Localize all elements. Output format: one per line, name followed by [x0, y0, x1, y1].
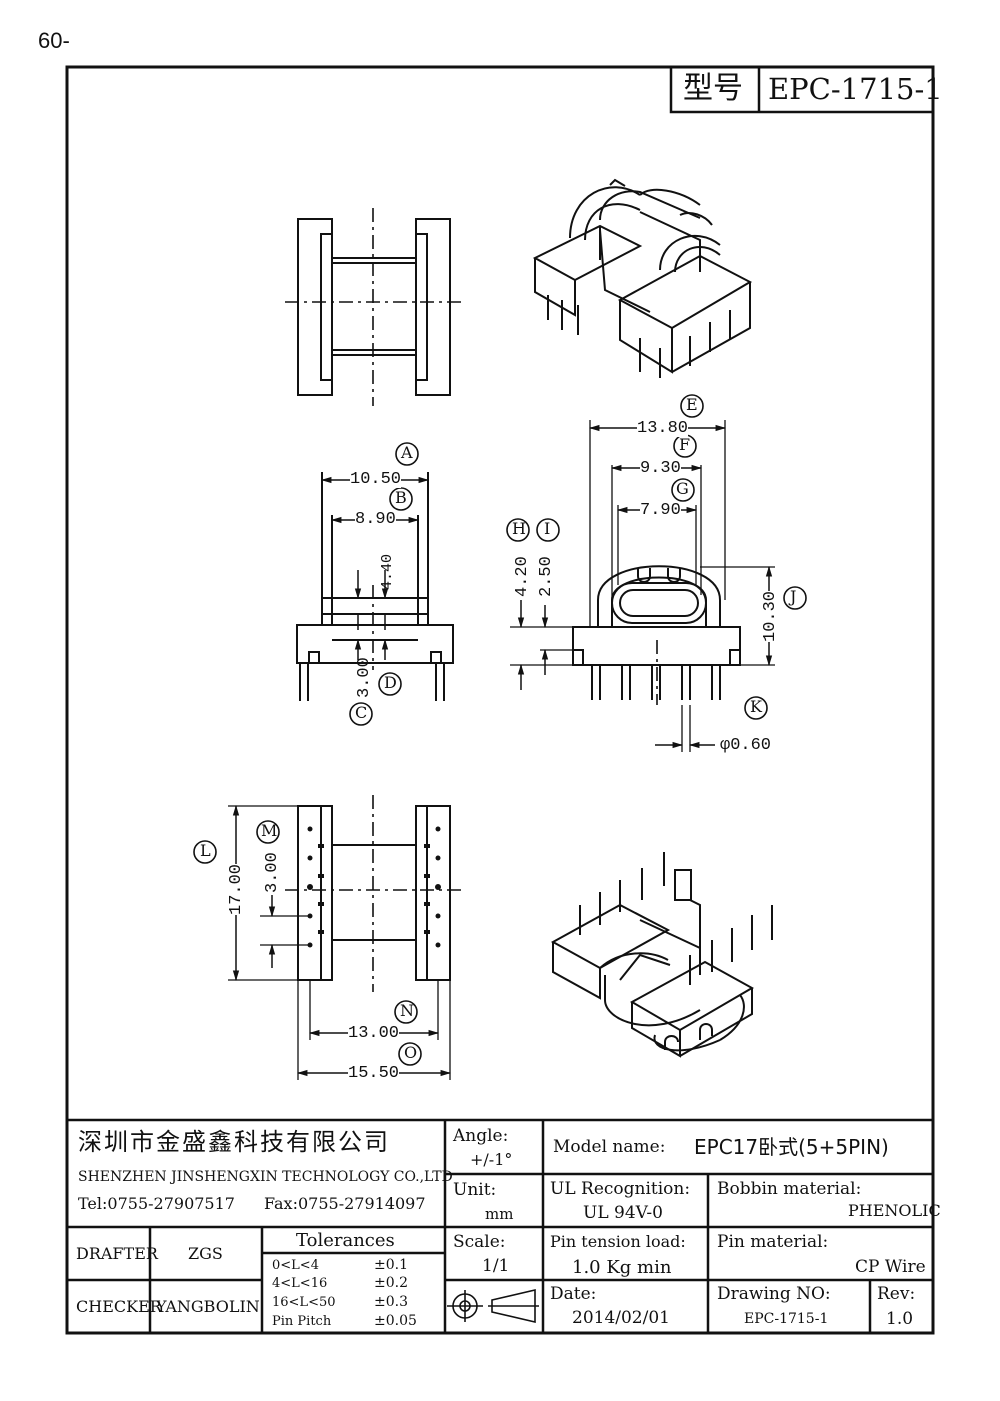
dim-label-k: K: [750, 697, 762, 716]
bobbin-value: PHENOLIC: [848, 1201, 941, 1220]
dimension-circles: [193, 394, 807, 1066]
company-name-cn: 深圳市金盛鑫科技有限公司: [78, 1128, 390, 1156]
dim-value-m: 3.00: [263, 852, 282, 893]
tolerance-range-4: Pin Pitch: [272, 1314, 332, 1329]
scale-value: 1/1: [482, 1256, 510, 1276]
model-box: [669, 65, 935, 114]
front-view: [296, 472, 454, 701]
tolerance-value-4: ±0.05: [374, 1313, 417, 1329]
dim-value-l: 17.00: [227, 863, 246, 915]
dim-label-e: E: [686, 395, 698, 414]
tolerance-value-3: ±0.3: [374, 1294, 408, 1310]
tolerance-range-2: 4<L<16: [272, 1276, 328, 1291]
tolerances-title: Tolerances: [296, 1230, 395, 1251]
dim-value-n: 13.00: [348, 1024, 400, 1043]
dim-value-e: 13.80: [637, 419, 689, 438]
dim-value-c: 4.40: [379, 553, 396, 590]
rev-value: 1.0: [886, 1309, 914, 1329]
pin-tension-label: Pin tension load:: [550, 1232, 686, 1251]
drafter-value: ZGS: [188, 1244, 223, 1263]
model-name-label: Model name:: [553, 1137, 666, 1157]
dim-value-d: 3.00: [355, 657, 374, 698]
pin-material-label: Pin material:: [717, 1232, 829, 1252]
dim-label-c: C: [355, 703, 368, 722]
dim-value-j: 10.30: [761, 590, 780, 642]
dim-label-l: L: [200, 841, 211, 860]
side-view: [510, 420, 775, 752]
dim-label-a: A: [401, 443, 413, 462]
dim-value-a: 10.50: [350, 470, 402, 489]
title-block-lines: [67, 1118, 933, 1333]
dim-value-o: 15.50: [348, 1064, 400, 1083]
tolerance-value-2: ±0.2: [374, 1275, 408, 1291]
projection-symbol-icon: [447, 1288, 539, 1324]
dim-label-j: J: [790, 587, 797, 606]
pin-material-value: CP Wire: [855, 1257, 926, 1277]
ul-label: UL Recognition:: [550, 1179, 691, 1199]
model-name-value: EPC17卧式(5+5PIN): [694, 1135, 889, 1159]
drawing-no-value: EPC-1715-1: [744, 1311, 829, 1327]
checker-label: CHECKER: [76, 1297, 162, 1316]
drawing-no-label: Drawing NO:: [717, 1284, 831, 1304]
drawing-border: [65, 65, 935, 1335]
checker-value: YANGBOLIN: [156, 1297, 260, 1316]
angle-label: Angle:: [453, 1126, 509, 1146]
top-view: [285, 208, 462, 406]
rev-label: Rev:: [877, 1284, 916, 1304]
date-value: 2014/02/01: [572, 1308, 670, 1328]
angle-value: +/-1°: [470, 1150, 513, 1169]
dim-value-f: 9.30: [640, 459, 681, 478]
dim-value-h: 4.20: [513, 556, 532, 597]
pin-tension-value: 1.0 Kg min: [572, 1257, 672, 1278]
unit-label: Unit:: [453, 1180, 497, 1200]
date-label: Date:: [550, 1284, 597, 1304]
dim-label-i: I: [544, 519, 551, 538]
tolerance-range-1: 0<L<4: [272, 1258, 319, 1273]
page-corner-mark: 60-: [38, 28, 70, 53]
drafter-label: DRAFTER: [76, 1244, 158, 1263]
dim-value-g: 7.90: [640, 501, 681, 520]
dim-value-k: φ0.60: [720, 736, 772, 755]
dim-label-d: D: [384, 673, 397, 692]
company-fax: Fax:0755-27914097: [264, 1194, 426, 1213]
ul-value: UL 94V-0: [583, 1203, 663, 1223]
dim-label-m: M: [261, 821, 278, 840]
tolerance-range-3: 16<L<50: [272, 1295, 336, 1310]
dim-value-b: 8.90: [355, 510, 396, 529]
dim-label-f: F: [679, 435, 691, 454]
scale-label: Scale:: [453, 1232, 506, 1252]
model-label: 型号: [683, 71, 743, 106]
model-value: EPC-1715-1: [768, 72, 943, 106]
dim-value-i: 2.50: [537, 556, 556, 597]
dim-label-b: B: [395, 488, 407, 507]
company-name-en: SHENZHEN JINSHENGXIN TECHNOLOGY CO.,LTD: [78, 1169, 453, 1185]
dim-label-g: G: [676, 479, 689, 498]
tolerance-value-1: ±0.1: [374, 1257, 408, 1273]
company-tel: Tel:0755-27907517: [78, 1194, 235, 1213]
unit-value: mm: [485, 1205, 514, 1223]
iso-view-bottom: [550, 852, 773, 1058]
dim-label-n: N: [400, 1001, 414, 1020]
dim-label-o: O: [404, 1043, 418, 1062]
bobbin-label: Bobbin material:: [717, 1179, 862, 1199]
dim-label-h: H: [512, 519, 526, 538]
iso-view-top: [532, 178, 753, 378]
